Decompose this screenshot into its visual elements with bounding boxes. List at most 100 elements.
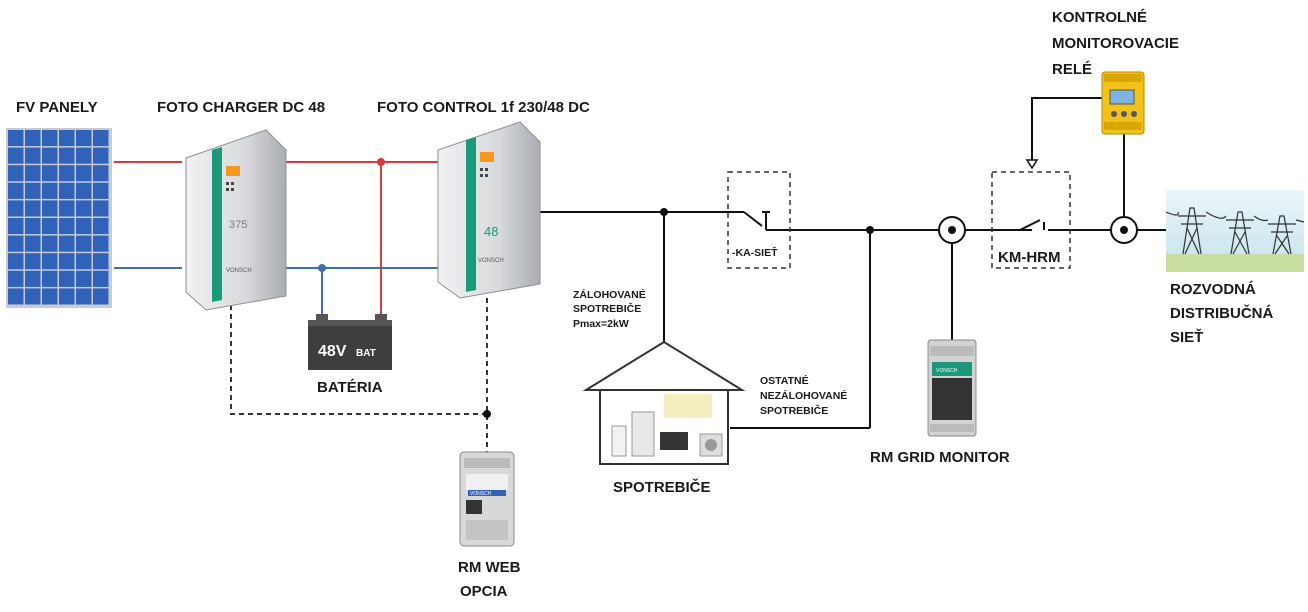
control-brand-text: VONSCH — [478, 258, 504, 264]
power-grid-image — [1165, 190, 1305, 272]
pv-cell — [25, 270, 41, 287]
km-hrm-switch-box — [991, 171, 1071, 269]
rm-grid-monitor-label: RM GRID MONITOR — [870, 449, 1010, 466]
pv-cell — [93, 235, 109, 252]
relay-arrow-icon — [1025, 159, 1039, 170]
pv-cell — [8, 130, 24, 147]
relay-label-line2: MONITOROVACIE — [1052, 35, 1179, 52]
pv-cell — [59, 218, 75, 235]
pv-cell — [59, 288, 75, 305]
grid-label-line2: DISTRIBUČNÁ — [1170, 304, 1273, 322]
foto-control-label: FOTO CONTROL 1f 230/48 DC — [377, 99, 590, 116]
pv-cell — [42, 288, 58, 305]
pv-cell — [59, 253, 75, 270]
pv-cell — [8, 200, 24, 217]
grid-label-line3: SIEŤ — [1170, 328, 1203, 346]
pv-cell — [25, 253, 41, 270]
dc-negative-junction — [318, 264, 326, 272]
pv-cell — [8, 235, 24, 252]
pv-cell — [42, 235, 58, 252]
pv-cell — [76, 147, 92, 164]
pv-cell — [59, 130, 75, 147]
pylon-icon — [1226, 211, 1254, 255]
pv-cell — [93, 200, 109, 217]
ac-junction-backup — [660, 208, 668, 216]
backup-loads-line3: Pmax=2kW — [573, 318, 629, 330]
rm-web-label-line2: OPCIA — [460, 583, 508, 600]
pv-cell — [59, 147, 75, 164]
rm-web-brand-text: VONSCH — [470, 491, 492, 497]
pv-cell — [8, 253, 24, 270]
ka-switch-box — [727, 171, 791, 269]
pv-cell — [42, 147, 58, 164]
ac-junction-other — [866, 226, 874, 234]
pv-cell — [76, 235, 92, 252]
foto-control-device: 48 VONSCH — [437, 121, 541, 299]
pv-cell — [8, 218, 24, 235]
pv-cell — [76, 182, 92, 199]
pv-cell — [8, 165, 24, 182]
comm-junction — [483, 410, 491, 418]
pv-cell — [25, 182, 41, 199]
pv-cell — [42, 200, 58, 217]
pv-cell — [42, 253, 58, 270]
other-loads-line2: NEZÁLOHOVANÉ — [760, 389, 847, 402]
ka-switch-label: -KA-SIEŤ — [732, 246, 778, 259]
backup-loads-line1: ZÁLOHOVANÉ — [573, 288, 646, 301]
pylon-icon — [1268, 215, 1296, 255]
monitoring-relay-icon — [1101, 71, 1145, 135]
foto-charger-device: 375 VONSCH — [185, 129, 287, 311]
pv-cell — [93, 288, 109, 305]
pv-cell — [8, 270, 24, 287]
grid-monitor-brand-text: VONSCH — [936, 368, 958, 374]
relay-label-line3: RELÉ — [1052, 61, 1092, 78]
pv-cell — [76, 130, 92, 147]
battery-icon: 48V BAT — [308, 314, 392, 370]
pv-cell — [25, 288, 41, 305]
pylon-icon — [1178, 207, 1206, 255]
charger-model-text: 375 — [229, 219, 247, 231]
battery-label: BATÉRIA — [317, 379, 383, 396]
other-loads-line3: SPOTREBIČE — [760, 404, 828, 417]
pv-cell — [93, 182, 109, 199]
pv-cell — [25, 235, 41, 252]
pv-cell — [76, 165, 92, 182]
pv-cell — [25, 218, 41, 235]
rm-web-device-icon: VONSCH — [459, 451, 515, 547]
pv-panel-icon — [6, 128, 112, 308]
grid-label-line1: ROZVODNÁ — [1170, 281, 1256, 298]
pv-cell — [59, 165, 75, 182]
pv-panels-label: FV PANELY — [16, 99, 98, 116]
pv-cell — [59, 235, 75, 252]
pv-cell — [76, 200, 92, 217]
pv-cell — [8, 288, 24, 305]
km-hrm-switch-label: KM-HRM — [998, 249, 1060, 266]
current-sensor-icon — [1110, 216, 1138, 244]
house-icon — [582, 340, 746, 465]
pv-cell — [42, 165, 58, 182]
battery-bat-text: BAT — [356, 348, 376, 359]
appliances-label: SPOTREBIČE — [613, 478, 711, 496]
pv-cell — [93, 147, 109, 164]
dc-negative-wires — [114, 267, 440, 318]
pv-cell — [93, 130, 109, 147]
pv-cell — [25, 200, 41, 217]
current-sensor-icon — [938, 216, 966, 244]
pv-cell — [42, 182, 58, 199]
pv-cell — [93, 218, 109, 235]
pv-cell — [25, 165, 41, 182]
pv-cell — [76, 218, 92, 235]
rm-grid-monitor-device-icon: VONSCH — [927, 339, 977, 437]
dc-positive-wires — [114, 161, 440, 318]
foto-charger-label: FOTO CHARGER DC 48 — [157, 99, 325, 116]
pv-cell — [59, 200, 75, 217]
dc-positive-junction — [377, 158, 385, 166]
pv-cell — [76, 253, 92, 270]
control-model-text: 48 — [484, 224, 498, 239]
pv-cell — [42, 218, 58, 235]
pv-cell — [93, 165, 109, 182]
rm-web-label-line1: RM WEB — [458, 559, 521, 576]
other-loads-line1: OSTATNÉ — [760, 374, 809, 387]
pv-cell — [93, 270, 109, 287]
